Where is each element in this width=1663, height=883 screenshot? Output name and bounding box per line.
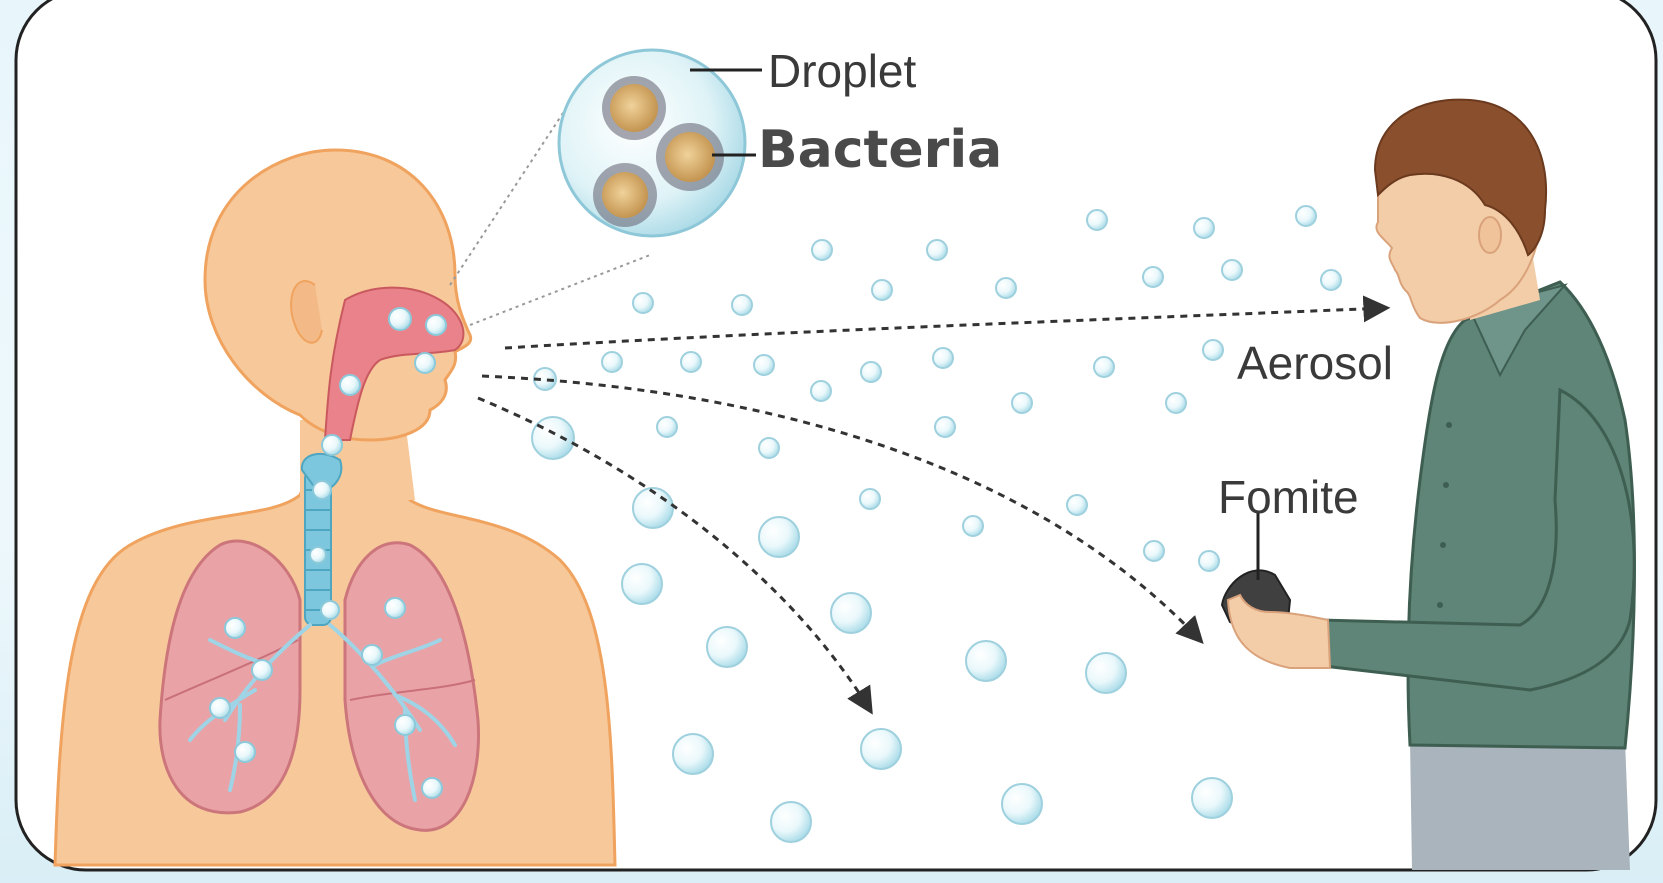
aerosol-label: Aerosol bbox=[1237, 337, 1393, 389]
fomite-label: Fomite bbox=[1218, 471, 1359, 523]
bacteria-label: Bacteria bbox=[758, 120, 1002, 180]
droplet-label: Droplet bbox=[768, 45, 917, 97]
